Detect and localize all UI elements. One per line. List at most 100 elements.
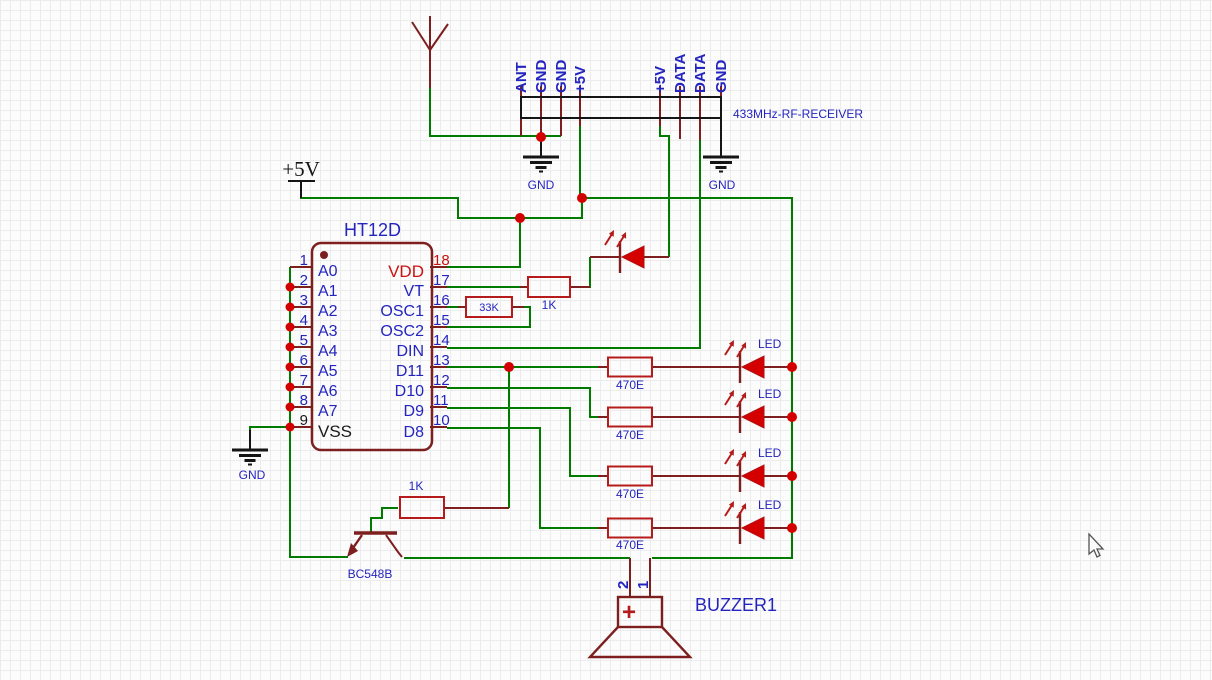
ic-pin-num-17: 17 [433,272,450,289]
rf-pin-label-data1: DATA [672,53,689,93]
resistor-470e-4[interactable]: 470E [607,517,653,553]
led-2-label: LED [758,387,782,401]
ic-pin-num-5: 5 [300,332,308,349]
resistor-470e-4-label: 470E [616,538,644,552]
resistor-33k-osc[interactable]: 33K [465,296,513,318]
resistor-1k-base-label: 1K [409,479,424,493]
rf-pin-label-5v1: +5V [572,66,589,93]
gnd-label: GND [528,178,555,192]
ic-pin-num-18: 18 [433,252,450,269]
ic-title: HT12D [344,220,401,240]
ic-pin-name-vss: VSS [318,422,352,441]
transistor-label: BC548B [348,567,393,581]
ic-pin-num-1: 1 [300,252,308,269]
buzzer-pin-1: 1 [635,581,652,589]
ic-pin-name-din: DIN [396,343,424,360]
ic-pin-num-13: 13 [433,352,450,369]
ic-pin-num-8: 8 [300,392,308,409]
ic-pin-name-d9: D9 [404,403,425,420]
junction-dots [285,132,797,533]
led-3[interactable]: LED [723,446,782,494]
gnd-symbol-vss[interactable]: GND [230,428,270,482]
led-4-label: LED [758,498,782,512]
ic-pin-num-3: 3 [300,292,308,309]
wires-net[interactable] [249,88,793,559]
ic-pin-name-a1: A1 [318,283,338,300]
wire-base[interactable] [370,507,398,531]
mouse-cursor [1088,532,1105,558]
wire-rf-5v2-to-led[interactable] [659,126,670,257]
wire-antenna-to-rf[interactable] [429,88,561,137]
resistor-1k-vt-label: 1K [542,298,557,312]
wire-vdd-branch[interactable] [447,218,521,268]
resistor-1k-vt[interactable]: 1K [527,276,571,312]
ic-pin-num-4: 4 [300,312,308,329]
resistor-470e-3-label: 470E [616,487,644,501]
resistor-470e-3[interactable]: 470E [607,465,653,502]
ic-pin-num-11: 11 [433,392,449,409]
led-vt-indicator[interactable] [603,228,646,275]
ic-pin-num-9: 9 [300,412,308,429]
ic-pin-num-7: 7 [300,372,308,389]
ic-pin-name-a0: A0 [318,263,338,280]
ic-pin-name-a5: A5 [318,363,338,380]
buzzer-polarity-plus: + [622,599,636,626]
ic-pin-num-12: 12 [433,372,450,389]
led-1-label: LED [758,337,782,351]
ic-pin-num-6: 6 [300,352,308,369]
buzzer-symbol[interactable]: + 2 1 BUZZER1 [587,581,777,659]
led-4[interactable]: LED [723,498,782,546]
pin1-marker-dot [320,251,328,259]
resistor-33k-label: 33K [479,302,499,314]
ic-pin-name-osc2: OSC2 [380,323,424,340]
ic-pin-num-10: 10 [433,412,450,429]
led-2[interactable]: LED [723,387,782,435]
ic-pin-name-a2: A2 [318,303,338,320]
ic-pin-name-a4: A4 [318,343,338,360]
ic-pin-name-a6: A6 [318,383,338,400]
antenna-symbol[interactable] [411,16,449,88]
buzzer-pin-2: 2 [615,581,632,589]
gnd-label: GND [239,468,266,482]
ic-pin-num-14: 14 [433,332,450,349]
ic-pin-name-d8: D8 [404,424,425,441]
ic-pin-num-15: 15 [433,312,450,329]
emitter-arrow [347,543,358,557]
rf-pin-label-ant: ANT [513,62,530,93]
gnd-label: GND [709,178,736,192]
led-3-label: LED [758,446,782,460]
vcc-flag[interactable]: +5V [282,157,320,198]
rf-pin-label-gnd1: GND [533,60,550,94]
wire-d8-row[interactable] [447,427,598,529]
wire-osc-loop[interactable] [447,306,531,328]
gnd-symbol-rf2[interactable]: GND [701,135,741,192]
rf-pin-label-data2: DATA [692,53,709,93]
resistor-470e-2[interactable]: 470E [607,406,653,443]
wire-main-5v-rail[interactable] [300,197,793,559]
wire-vss-to-gnd[interactable] [249,426,290,437]
resistor-470e-1[interactable]: 470E [607,356,653,393]
ic-pin-name-osc1: OSC1 [380,303,424,320]
wire-d9-row[interactable] [447,407,598,477]
gnd-symbol-rf1[interactable]: GND [521,135,561,192]
rf-pin-label-5v2: +5V [652,66,669,93]
resistor-1k-base[interactable]: 1K [399,479,445,519]
vcc-label: +5V [282,157,320,181]
resistor-470e-1-label: 470E [616,378,644,392]
wire-d10-row[interactable] [447,387,598,418]
rf-receiver-module[interactable]: ANT GND GND +5V +5V DATA DATA GND 433MHz… [513,53,863,121]
rf-module-label: 433MHz-RF-RECEIVER [733,107,863,121]
rf-pin-label-gnd2: GND [553,60,570,94]
wire-data-to-din[interactable] [447,140,701,349]
resistor-470e-2-label: 470E [616,428,644,442]
transistor-bc548b[interactable]: BC548B [347,531,403,581]
ic-pin-num-16: 16 [433,292,450,309]
buzzer-label: BUZZER1 [695,595,777,615]
ic-ht12d[interactable]: HT12D 1 2 3 4 5 6 7 8 9 A0 A1 A2 A3 A4 A… [300,220,450,452]
led-1[interactable]: LED [723,337,782,385]
ic-pin-name-a3: A3 [318,323,338,340]
ic-pin-name-d10: D10 [395,383,424,400]
rf-pin-label-gnd3: GND [713,60,730,94]
ic-pin-name-d11: D11 [396,363,424,380]
